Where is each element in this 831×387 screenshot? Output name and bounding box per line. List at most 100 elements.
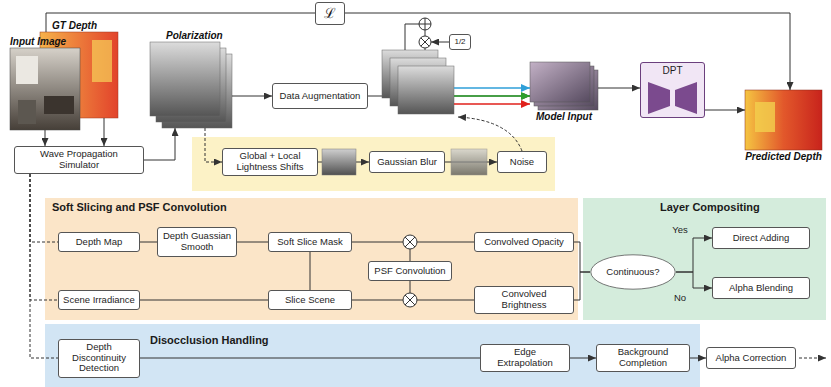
model-input-picture (530, 62, 590, 102)
output-arrow (799, 358, 826, 359)
connector (574, 242, 590, 272)
multiply-symbol (405, 295, 415, 305)
edge-label: No (672, 293, 688, 303)
box-label: Alpha Blending (729, 283, 793, 294)
box-label: 1/2 (454, 37, 465, 46)
connector (30, 174, 58, 300)
polarization-picture (150, 42, 220, 116)
connector (237, 242, 268, 243)
augmentation-panel (192, 137, 555, 191)
process-box: Wave Propagation Simulator (14, 146, 144, 174)
process-box: Background Completion (596, 344, 690, 372)
decision-ellipse: Continuous? (590, 254, 676, 290)
connector (140, 300, 268, 301)
connector (690, 358, 706, 359)
input-image: Input Image (10, 48, 80, 130)
connector (232, 96, 272, 97)
channel-arrow (454, 103, 530, 105)
connector (676, 238, 712, 272)
predicted-depth-picture (745, 90, 822, 150)
process-box: Noise (497, 151, 547, 173)
image-label: GT Depth (52, 20, 97, 32)
network-fill (640, 62, 705, 118)
multiply-symbol (405, 237, 415, 247)
process-box: Scene Irradiance (58, 290, 140, 310)
box-label: DPT (663, 65, 683, 77)
image-label: Model Input (536, 111, 592, 123)
input-picture (18, 100, 36, 124)
connector (144, 128, 175, 160)
process-box: Global + Local Lightness Shifts (222, 148, 318, 176)
model-input-image: Model Input (530, 62, 598, 110)
gt-depth-picture (92, 40, 112, 82)
connector (570, 358, 596, 359)
stage-panel: Soft Slicing and PSF ConvolutionDepth Ma… (45, 198, 578, 320)
connector (205, 128, 222, 162)
box-label: Convolved Opacity (484, 237, 564, 248)
feedback-arrow (458, 117, 522, 151)
box-label: Depth Guassian Smooth (162, 231, 232, 253)
wire (410, 281, 411, 293)
box-label: Wave Propagation Simulator (19, 149, 139, 171)
panel-heading: Disocclusion Handling (150, 334, 269, 347)
image-label: Predicted Depth (745, 151, 822, 163)
process-box: Slice Scene (268, 290, 352, 310)
process-box: Convolved Brightness (474, 286, 574, 314)
connector (598, 88, 640, 89)
image-label: Polarization (166, 30, 223, 42)
polarization-image: Polarization (150, 42, 232, 128)
panel-fill (45, 324, 700, 387)
panel-fill (45, 198, 578, 320)
process-box: PSF Convolution (368, 261, 452, 281)
channel-arrow (454, 95, 530, 97)
box-label: Depth Discontinuity Detection (63, 342, 135, 375)
box-label: Depth Map (76, 237, 122, 248)
ellipse-outline (591, 255, 675, 289)
box-label: Noise (510, 157, 534, 168)
sum-symbol (419, 18, 431, 30)
box-label: Soft Slice Mask (277, 237, 342, 248)
predicted-depth-image: Predicted Depth (745, 90, 822, 150)
panel-heading: Soft Slicing and PSF Convolution (52, 201, 227, 214)
process-box: Depth Discontinuity Detection (58, 339, 140, 378)
stage-panel: Layer CompositingContinuous?Direct Addin… (583, 198, 826, 320)
connector (676, 272, 712, 288)
multiply-symbol (403, 235, 417, 249)
image-label: Input Image (10, 36, 66, 48)
box-label: Slice Scene (285, 295, 335, 306)
factor-box: 1/2 (449, 34, 471, 50)
predicted-depth-picture (755, 102, 775, 132)
box-label: Gaussian Blur (377, 157, 437, 168)
box-label: PSF Convolution (374, 266, 445, 277)
gt-depth-image: GT Depth (40, 32, 118, 118)
channel-arrow (454, 87, 530, 89)
process-box: Edge Extrapolation (480, 344, 570, 372)
edge-label: Yes (670, 225, 690, 235)
input-picture (44, 96, 74, 114)
connector (45, 130, 46, 146)
box-label: Direct Adding (733, 233, 790, 244)
decoder-shape (675, 82, 697, 114)
multiply-symbol (403, 293, 417, 307)
wire (410, 249, 411, 261)
box-label: Global + Local Lightness Shifts (227, 151, 313, 173)
connector (140, 242, 157, 243)
multiply-symbol (405, 237, 415, 247)
process-box: Direct Adding (712, 227, 810, 249)
connector (46, 13, 315, 32)
box-label: ℒ (324, 5, 336, 21)
loss-box: ℒ (315, 2, 345, 25)
wire (425, 30, 426, 36)
augmented-thumbnail (322, 149, 356, 175)
network-box: DPT (640, 62, 705, 118)
box-label: Background Completion (601, 347, 685, 369)
multiply-symbol (421, 38, 429, 46)
box-label: Edge Extrapolation (485, 347, 565, 369)
connector (310, 252, 311, 290)
box-label: Data Augmentation (280, 91, 361, 102)
box-label: Convolved Brightness (479, 289, 569, 311)
process-box: Depth Guassian Smooth (157, 227, 237, 257)
panel-fill (583, 198, 826, 320)
